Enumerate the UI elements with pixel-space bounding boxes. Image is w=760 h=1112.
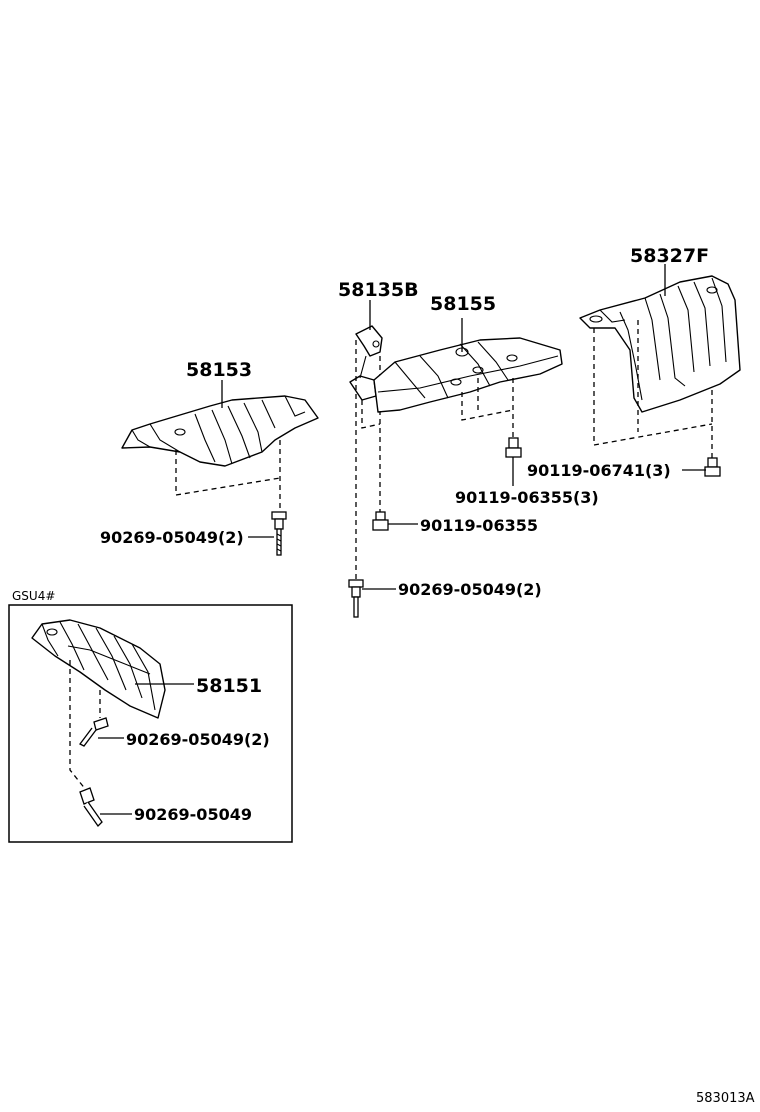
label-58327f: 58327F bbox=[630, 245, 709, 267]
bolt-90119-06355-3-icon bbox=[505, 437, 522, 458]
label-90119-06355-3: 90119-06355(3) bbox=[455, 488, 599, 507]
part-58151-insulator[interactable] bbox=[31, 619, 166, 719]
bolt-90269-05049-icon bbox=[271, 511, 287, 556]
dash-58327f-a bbox=[593, 328, 713, 446]
diagram-reference-code: 583013A bbox=[696, 1091, 755, 1106]
label-58151: 58151 bbox=[196, 675, 262, 697]
label-90119-06355: 90119-06355 bbox=[420, 516, 538, 535]
bolt-90269-05049-2-icon bbox=[348, 579, 364, 618]
bolt-inset-b-icon bbox=[79, 787, 103, 828]
part-58153-insulator[interactable] bbox=[121, 395, 319, 467]
label-90269-05049-2-c: 90269-05049(2) bbox=[126, 730, 270, 749]
inset-label-gsu4: GSU4# bbox=[12, 589, 55, 603]
dash-58135b-c bbox=[361, 400, 381, 429]
dash-58151-a bbox=[69, 660, 87, 791]
label-58135b: 58135B bbox=[338, 279, 419, 301]
part-58327f-insulator[interactable] bbox=[579, 275, 741, 413]
inset-box bbox=[8, 604, 293, 843]
label-58155: 58155 bbox=[430, 293, 496, 315]
bolt-90119-06741-3-icon bbox=[704, 457, 721, 477]
label-90119-06741-3: 90119-06741(3) bbox=[527, 461, 671, 480]
label-90269-05049: 90269-05049 bbox=[134, 805, 252, 824]
dash-58155-a bbox=[461, 392, 514, 421]
label-58153: 58153 bbox=[186, 359, 252, 381]
label-90269-05049-2-b: 90269-05049(2) bbox=[398, 580, 542, 599]
label-90269-05049-2-a: 90269-05049(2) bbox=[100, 528, 244, 547]
dash-58153-a bbox=[175, 450, 281, 496]
part-58155-insulator[interactable] bbox=[373, 337, 563, 413]
bolt-90119-06355-icon bbox=[372, 511, 389, 531]
bolt-inset-a-icon bbox=[79, 717, 109, 747]
